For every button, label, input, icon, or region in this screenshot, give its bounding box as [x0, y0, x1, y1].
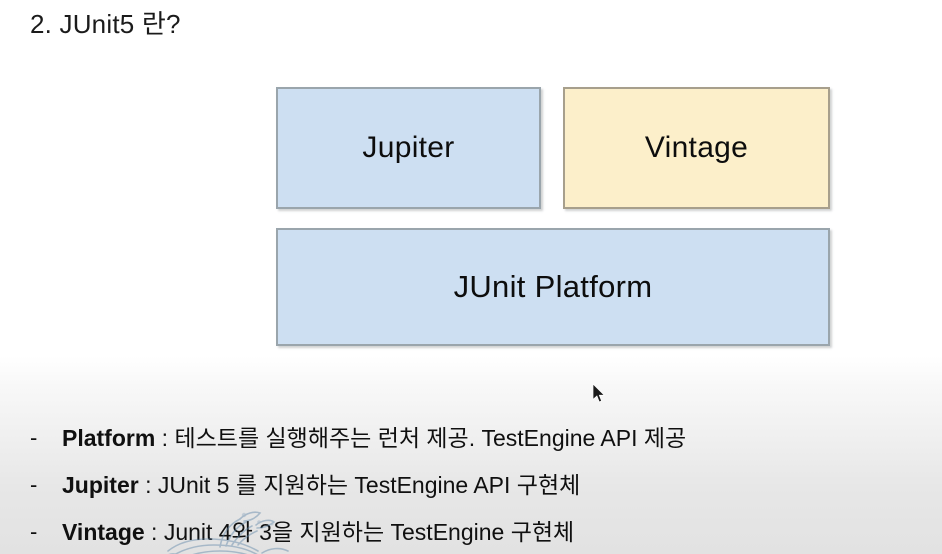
bullet-description: Junit 4와 3을 지원하는 TestEngine 구현체 [163, 518, 575, 545]
bullet-dash-marker: - [30, 471, 38, 497]
list-item: - Vintage : Junit 4와 3을 지원하는 TestEngine … [0, 508, 942, 554]
bullet-description: 테스트를 실행해주는 런처 제공. TestEngine API 제공 [174, 424, 687, 451]
bullet-description: JUnit 5 를 지원하는 TestEngine API 구현체 [157, 471, 581, 498]
diagram-box-vintage: Vintage [563, 87, 830, 209]
bullet-text: Platform : 테스트를 실행해주는 런처 제공. TestEngine … [62, 423, 686, 453]
bullet-separator: : [155, 424, 175, 451]
bullet-dash-marker: - [30, 424, 38, 450]
list-item: - Platform : 테스트를 실행해주는 런처 제공. TestEngin… [0, 414, 942, 461]
bullet-separator: : [138, 471, 158, 498]
bullet-list: - Platform : 테스트를 실행해주는 런처 제공. TestEngin… [0, 414, 942, 554]
bullet-term: Jupiter [62, 471, 139, 498]
bullet-term: Vintage [62, 518, 145, 545]
slide-lower-background [0, 356, 942, 554]
bullet-text: Vintage : Junit 4와 3을 지원하는 TestEngine 구현… [62, 517, 574, 547]
bullet-separator: : [144, 518, 164, 545]
list-item: - Jupiter : JUnit 5 를 지원하는 TestEngine AP… [0, 461, 942, 508]
bullet-dash-marker: - [30, 518, 38, 544]
diagram-box-jupiter: Jupiter [276, 87, 541, 209]
junit5-architecture-diagram: Jupiter Vintage JUnit Platform [276, 87, 830, 346]
bullet-term: Platform [62, 424, 156, 451]
bullet-text: Jupiter : JUnit 5 를 지원하는 TestEngine API … [62, 470, 580, 500]
page-title: 2. JUnit5 란? [30, 9, 181, 39]
diagram-box-junit-platform: JUnit Platform [276, 228, 830, 346]
